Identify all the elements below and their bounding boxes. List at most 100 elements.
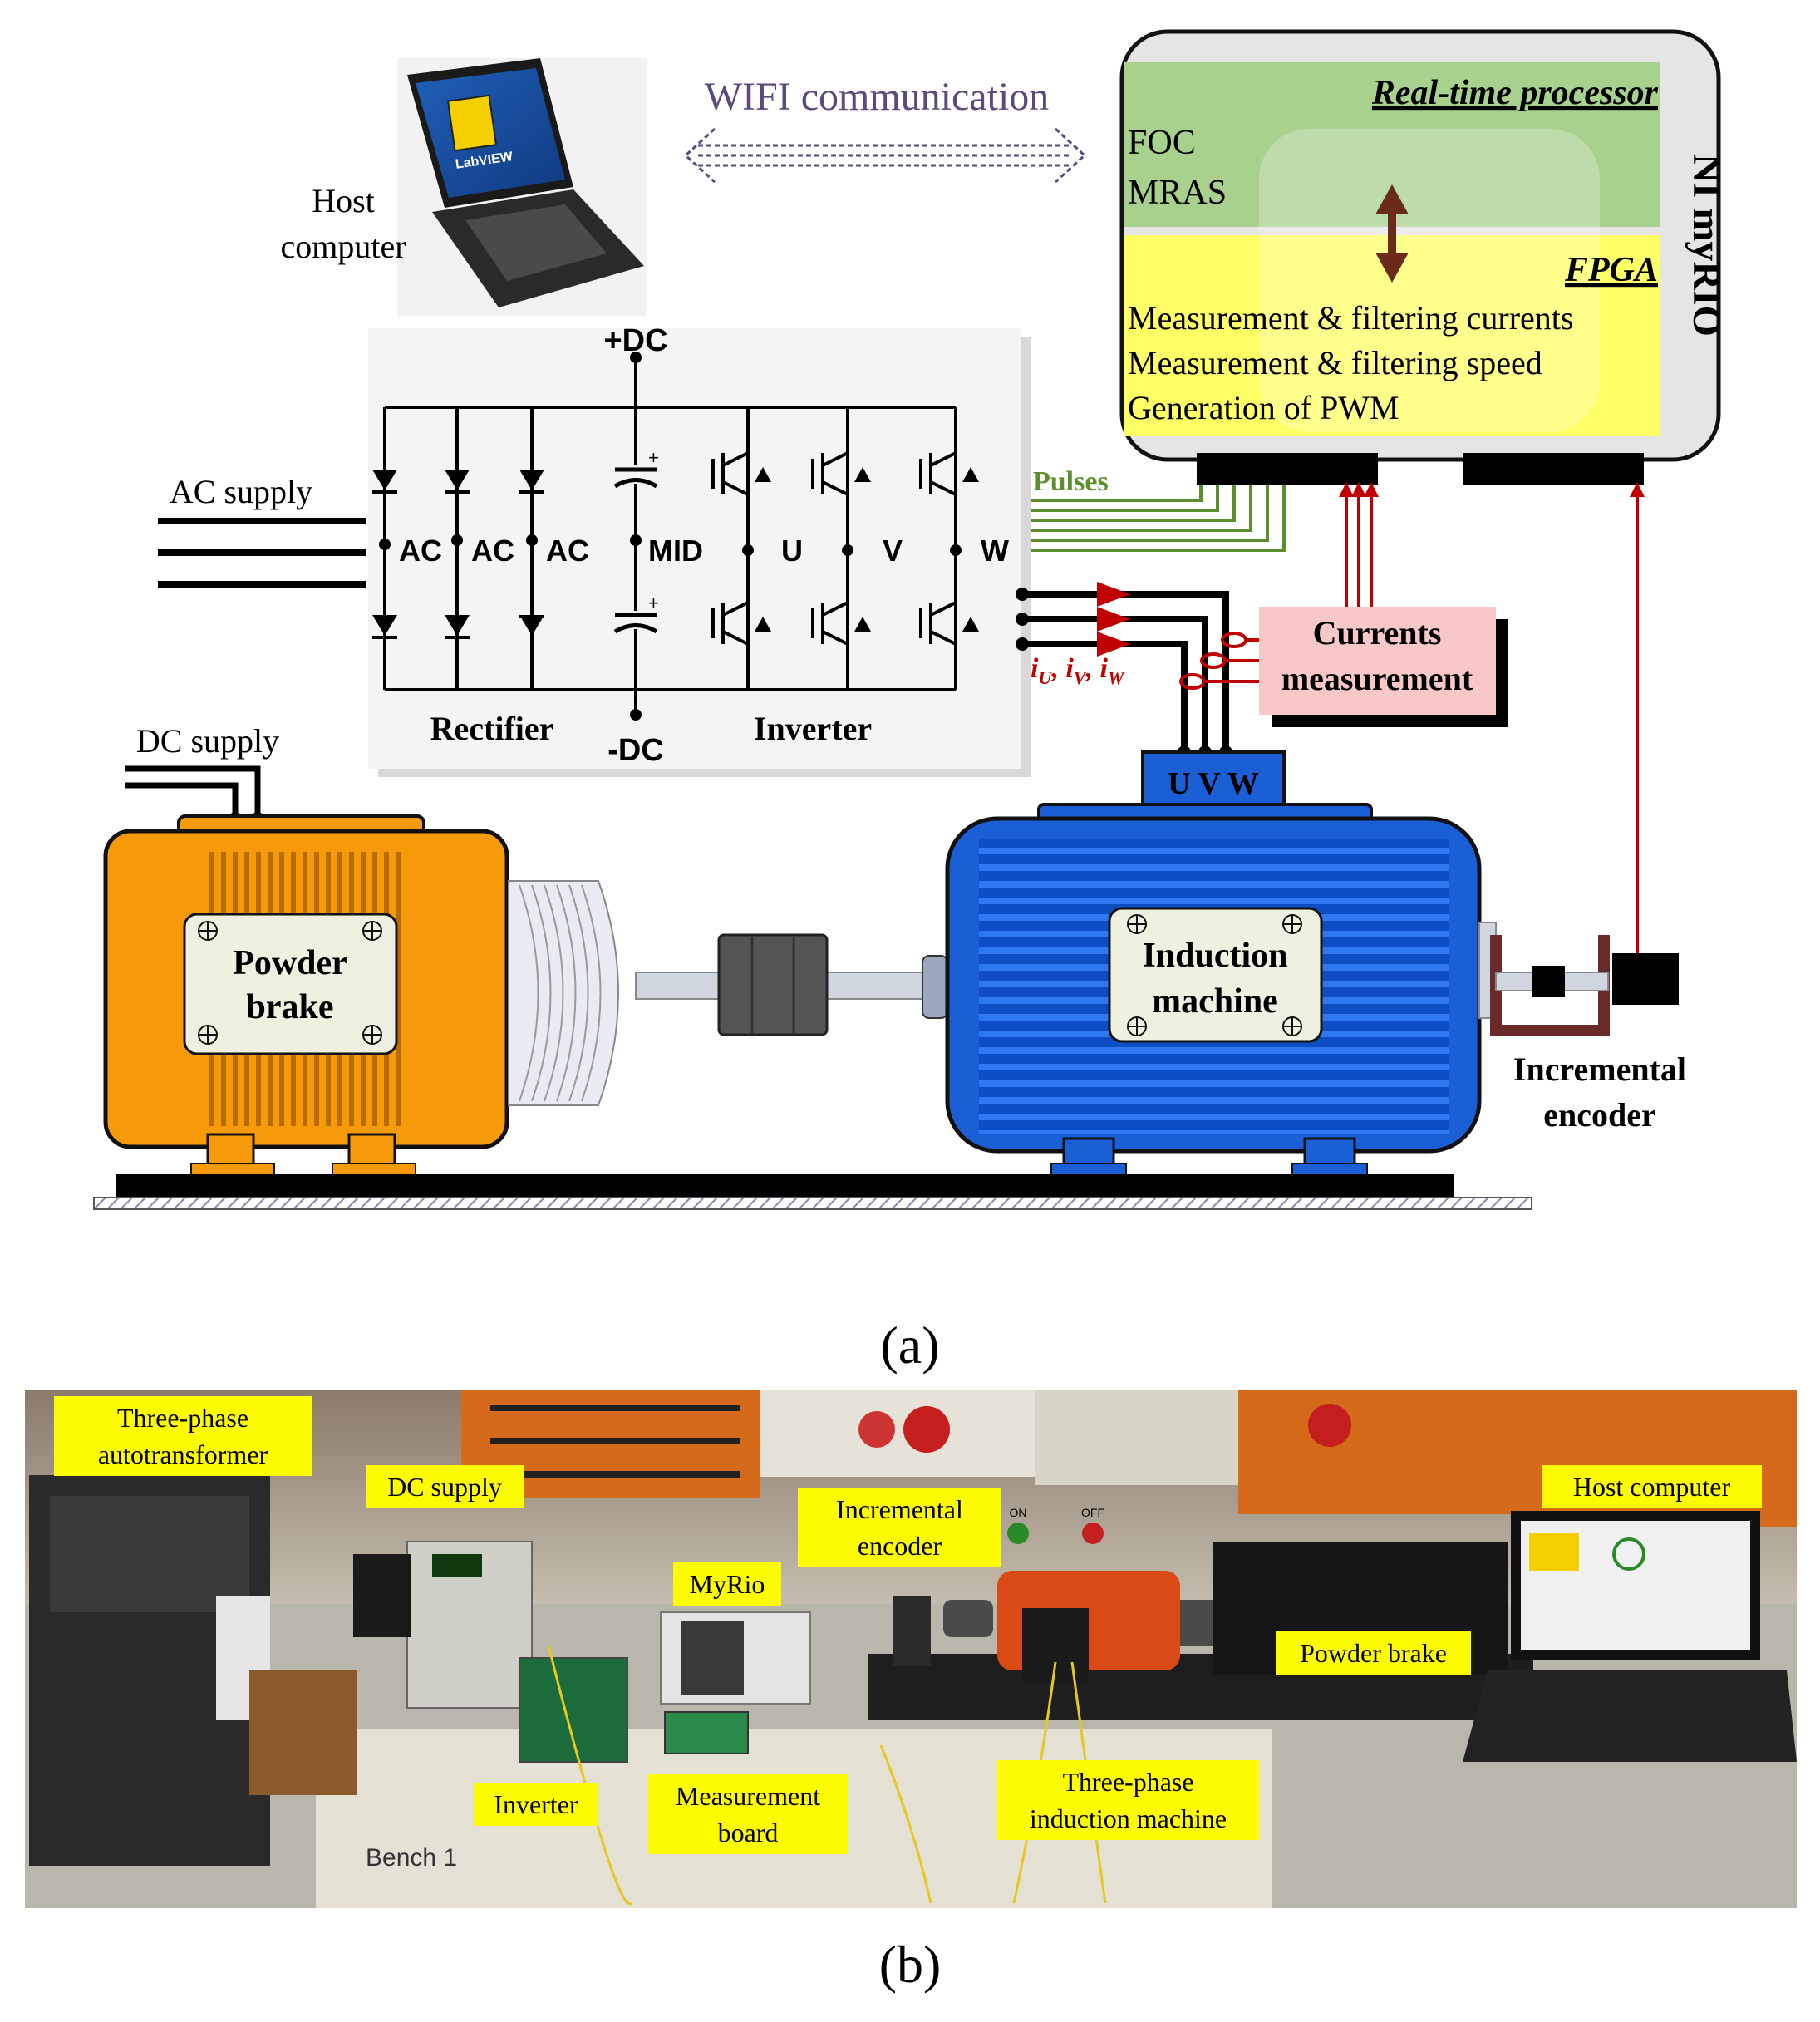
wifi-arrow <box>683 127 1087 184</box>
motor-terminals-label: U V W <box>1168 766 1259 801</box>
autotransformer-grille <box>50 1496 249 1612</box>
dc-supply-lines <box>125 765 261 819</box>
rt-header: Real-time processor <box>1371 74 1659 112</box>
off-switch-icon <box>1082 1523 1104 1544</box>
on-switch-icon <box>1007 1523 1029 1544</box>
label-inverter: Inverter <box>474 1783 598 1826</box>
fpga-item-speed: Measurement & filtering speed <box>1128 344 1542 381</box>
inverter-label: Inverter <box>754 710 872 747</box>
host-computer: LabVIEW <box>397 58 647 316</box>
converter: + + +DC -DC AC <box>368 323 1031 777</box>
fpga-item-currents: Measurement & filtering currents <box>1128 299 1573 337</box>
on-switch-label: ON <box>1010 1506 1027 1519</box>
current-arrows <box>1097 582 1130 657</box>
svg-text:+: + <box>648 593 659 613</box>
svg-text:+: + <box>648 447 659 468</box>
brake-nameplate <box>183 913 398 1055</box>
dc-supply-label: DC supply <box>136 722 279 760</box>
currents-box-line1: Currents <box>1313 614 1442 652</box>
orange-panel-2 <box>1238 1390 1513 1514</box>
myrio-block: Real-time processor FOC MRAS FPGA Measur… <box>1119 29 1729 485</box>
rectifier-diodes <box>372 470 544 639</box>
ac-label-1: AC <box>399 534 442 568</box>
caption-a: (a) <box>880 1316 939 1375</box>
off-switch-label: OFF <box>1081 1506 1104 1519</box>
igbt-diodes <box>755 467 979 632</box>
label-induction-machine: Three-phase induction machine <box>997 1760 1259 1840</box>
inverter-igbts <box>711 451 957 646</box>
socket-icon <box>858 1411 895 1448</box>
laptop-gauge-icon <box>1612 1537 1645 1571</box>
label-encoder-line2: encoder <box>857 1531 942 1561</box>
host-label-line1: Host <box>312 182 375 219</box>
pulses-lines <box>1031 485 1286 552</box>
motor-phase-lines <box>1022 591 1229 752</box>
converter-panel <box>368 328 1021 769</box>
converter-nodes <box>379 352 962 721</box>
label-autotransformer-line2: autotransformer <box>97 1439 268 1469</box>
coupling <box>717 933 829 1036</box>
fpga-item-pwm: Generation of PWM <box>1128 389 1399 426</box>
laptop-device-base <box>1463 1670 1797 1762</box>
brake-disc <box>508 880 619 1106</box>
minus-dc-label: -DC <box>607 733 664 768</box>
panel-slot-1 <box>490 1405 740 1411</box>
phase-label-w: W <box>981 534 1009 568</box>
induction-machine: Induction machine U V W <box>922 750 1482 1176</box>
bench-text: Bench 1 <box>366 1844 457 1872</box>
measurement-board-device <box>664 1711 749 1754</box>
encoder-label-line1: Incremental <box>1513 1050 1686 1088</box>
current-sensors <box>1179 632 1259 690</box>
dc-supply-handle <box>353 1554 411 1637</box>
bench-bar <box>116 1174 1454 1198</box>
mid-label: MID <box>648 534 703 568</box>
currents-box-line2: measurement <box>1281 660 1473 697</box>
label-myrio: MyRio <box>673 1562 781 1606</box>
motor-label-line1: Induction <box>1142 937 1287 975</box>
terminal-block <box>249 1670 357 1795</box>
motor-screws <box>1127 914 1302 1036</box>
label-measurement-line2: board <box>717 1818 779 1847</box>
label-motor-line2: induction machine <box>1029 1803 1227 1833</box>
label-encoder-line1: Incremental <box>836 1494 963 1524</box>
dc-link-capacitors: + + <box>611 447 661 634</box>
encoder-mount <box>893 1596 931 1666</box>
brake-label-line2: brake <box>247 988 334 1026</box>
ac-supply-lines <box>158 518 366 588</box>
panel-slot-2 <box>490 1438 740 1444</box>
rt-fpga-double-arrow <box>1375 184 1409 283</box>
myrio-connector-a <box>1197 453 1378 485</box>
brake-label-line1: Powder <box>233 944 347 982</box>
current-signal-lines <box>1345 494 1373 607</box>
motor-nameplate <box>1108 907 1323 1043</box>
plus-dc-label: +DC <box>603 323 667 358</box>
myrio-title: NI myRIO <box>1685 154 1729 337</box>
ac-label-3: AC <box>546 534 589 568</box>
emergency-stop-icon <box>903 1406 950 1453</box>
bench-ground <box>93 1197 1532 1210</box>
encoder-signal-arrow <box>1630 482 1645 497</box>
myrio-connector-b <box>1463 453 1644 485</box>
pulses-label: Pulses <box>1033 466 1109 497</box>
ac-supply-label: AC supply <box>170 473 312 510</box>
label-autotransformer-line1: Three-phase <box>116 1403 249 1433</box>
phase-label-u: U <box>781 534 803 568</box>
label-incremental-encoder: Incremental encoder <box>798 1488 1001 1567</box>
encoder-label-line2: encoder <box>1543 1096 1656 1134</box>
rt-item-foc: FOC <box>1128 124 1196 162</box>
wifi-label: WIFI communication <box>705 75 1050 119</box>
laptop-panel-icon <box>1529 1533 1579 1571</box>
myrio-highlight <box>1259 129 1600 432</box>
myrio-face <box>681 1621 744 1695</box>
label-measurement-board: Measurement board <box>648 1774 848 1854</box>
current-symbols: iU, iV, iW <box>1031 653 1125 688</box>
ac-label-2: AC <box>471 534 514 568</box>
label-autotransformer: Three-phase autotransformer <box>54 1396 312 1476</box>
encoder-device <box>943 1600 993 1637</box>
grey-panel-1 <box>760 1390 1035 1477</box>
currents-box <box>1259 607 1496 715</box>
label-motor-line1: Three-phase <box>1062 1767 1194 1797</box>
phase-label-v: V <box>883 534 903 568</box>
caption-b: (b) <box>879 1935 942 1994</box>
motor-label-line2: machine <box>1152 982 1278 1021</box>
